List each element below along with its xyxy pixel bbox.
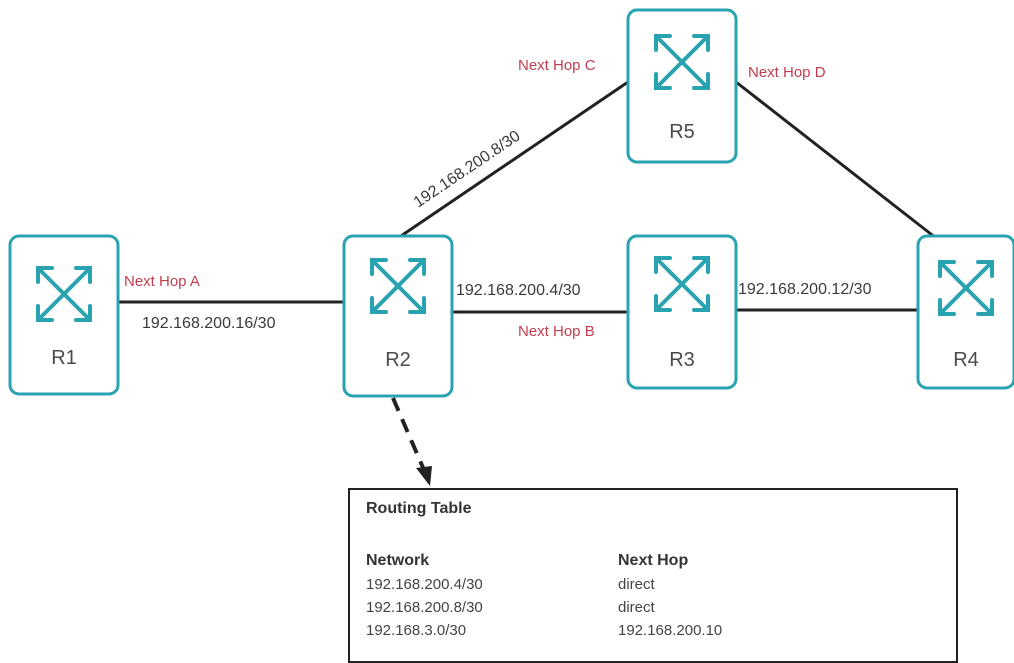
router-label-r4: R4 [953,349,979,371]
router-arrows-icon [36,266,92,322]
next-hop-d-label: Next Hop D [748,64,826,81]
router-arrows-icon [370,258,426,314]
arrow-head-icon [416,466,432,486]
router-arrows-icon [654,256,710,312]
table-cell-next-hop: direct [618,599,655,616]
column-header-network: Network [366,552,430,569]
link-r2-r5 [397,80,629,240]
network-label-r1-r2: 192.168.200.16/30 [142,315,276,332]
table-cell-network: 192.168.200.8/30 [366,599,483,616]
routing-table-pointer [391,397,426,471]
table-cell-network: 192.168.3.0/30 [366,622,467,639]
router-r5[interactable]: R5 [626,8,738,164]
table-cell-network: 192.168.200.4/30 [366,576,483,593]
router-label-r1: R1 [51,347,77,369]
next-hop-b-label: Next Hop B [518,323,595,340]
router-r1[interactable]: R1 [8,234,120,396]
router-label-r3: R3 [669,349,695,371]
router-r2[interactable]: R2 [342,234,454,398]
router-label-r2: R2 [385,349,411,371]
router-label-r5: R5 [669,121,695,143]
network-label-r3-r4: 192.168.200.12/30 [738,281,872,298]
router-r4[interactable]: R4 [916,234,1014,390]
router-arrows-icon [938,260,994,316]
router-r3[interactable]: R3 [626,234,738,390]
link-r5-r4 [735,80,937,240]
routing-table-title: Routing Table [366,500,472,517]
routing-table: Routing Table Network Next Hop 192.168.2… [348,488,958,663]
network-label-r2-r5: 192.168.200.8/30 [411,128,524,212]
table-cell-next-hop: 192.168.200.10 [618,622,723,639]
table-cell-next-hop: direct [618,576,655,593]
network-label-r2-r3: 192.168.200.4/30 [456,282,581,299]
column-header-next-hop: Next Hop [618,552,689,569]
next-hop-c-label: Next Hop C [518,57,596,74]
router-arrows-icon [654,34,710,90]
next-hop-a-label: Next Hop A [124,273,200,290]
